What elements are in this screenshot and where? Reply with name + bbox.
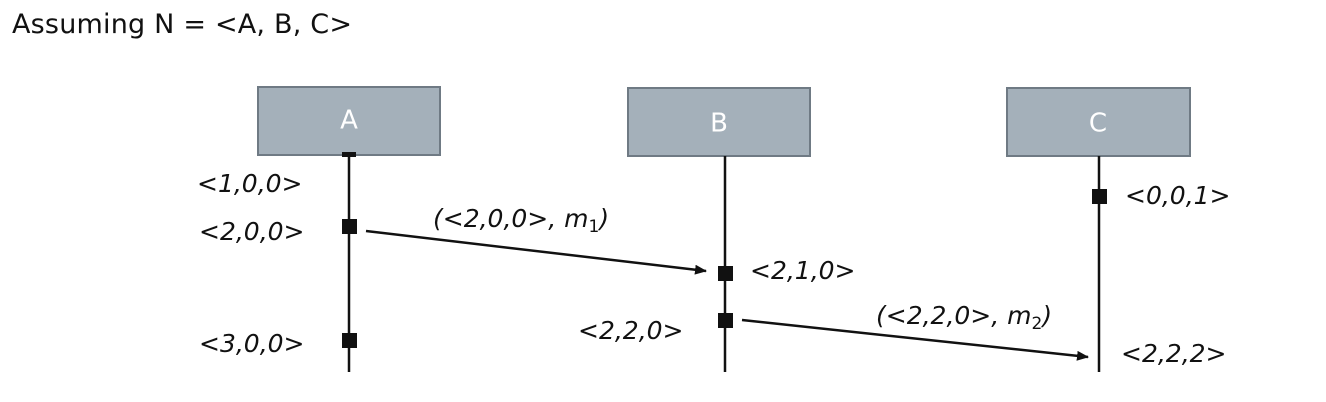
message-m1-suffix: ) xyxy=(597,204,609,233)
event-c1-marker xyxy=(1092,189,1107,204)
event-c2-timestamp: <2,2,2> xyxy=(1121,339,1227,368)
event-a2-marker xyxy=(342,219,357,234)
event-b1-timestamp: <2,1,0> xyxy=(750,256,856,285)
message-m1-label: (<2,0,0>, m1) xyxy=(433,204,609,237)
process-c-label: C xyxy=(1089,109,1107,139)
event-a3-marker xyxy=(342,333,357,348)
message-m2-label: (<2,2,0>, m2) xyxy=(876,301,1052,334)
event-a1-timestamp: <1,0,0> xyxy=(197,169,303,198)
process-c-box xyxy=(1006,87,1191,157)
process-b-box xyxy=(627,87,811,157)
message-m1-prefix: (<2,0,0>, xyxy=(433,204,564,233)
message-m2-prefix: (<2,2,0>, xyxy=(876,301,1007,330)
event-b1-marker xyxy=(718,266,733,281)
message-m2-suffix: ) xyxy=(1040,301,1052,330)
process-a: A xyxy=(257,86,441,372)
process-b: B xyxy=(627,87,811,372)
process-c: C xyxy=(1006,87,1191,372)
event-b2-marker xyxy=(718,313,733,328)
message-m2-subscript: 2 xyxy=(1032,314,1043,334)
event-c1-timestamp: <0,0,1> xyxy=(1125,181,1231,210)
process-a-box xyxy=(257,86,441,156)
message-m1-name: m xyxy=(564,204,588,233)
event-a3-timestamp: <3,0,0> xyxy=(199,329,305,358)
message-m1-arrow xyxy=(365,229,707,275)
event-b2-timestamp: <2,2,0> xyxy=(578,316,684,345)
process-b-label: B xyxy=(710,109,728,139)
message-m1-subscript: 1 xyxy=(589,217,600,237)
process-a-label: A xyxy=(340,106,358,136)
message-m2-name: m xyxy=(1007,301,1031,330)
diagram-title: Assuming N = <A, B, C> xyxy=(12,9,353,40)
event-a1-marker xyxy=(342,152,356,157)
event-a2-timestamp: <2,0,0> xyxy=(199,217,305,246)
message-m2-arrow xyxy=(741,318,1089,361)
